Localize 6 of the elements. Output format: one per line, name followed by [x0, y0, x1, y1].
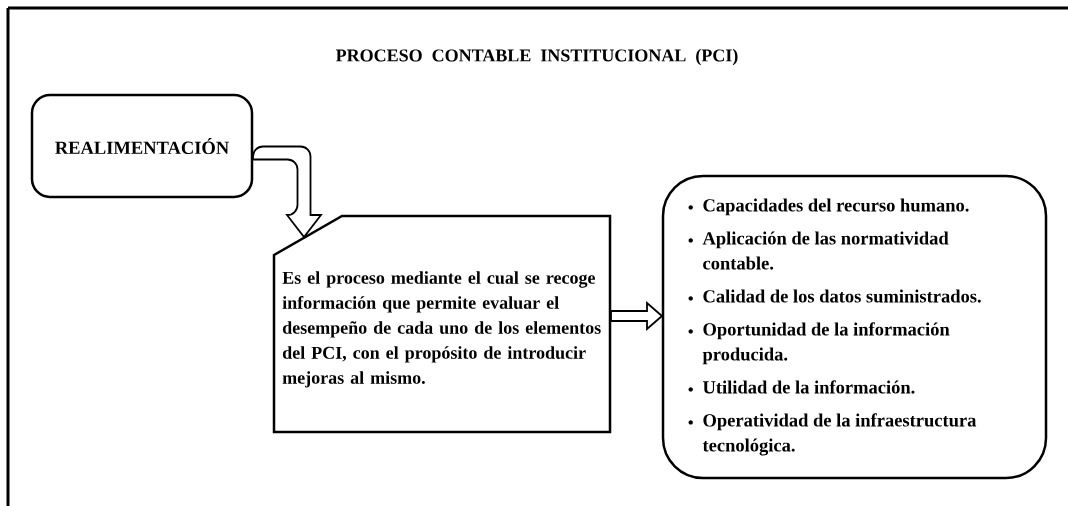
block-arrow: [252, 145, 322, 238]
rounded-box: Capacidades del recurso humano. Aplicación de las normatividad contable. Calidad de los datos suministrados. Oportunidad de la información producida. Utilidad de la información. Operatividad de la infraestructura tecnológica.: [661, 174, 1048, 480]
process-box: REALIMENTACIÓN: [30, 93, 254, 199]
snipped-box: Es el proceso mediante el cual se recoge información que permite evaluar el desempeño de cada uno de los elementos del PCI, con el propósito de introducir mejoras al mismo.: [272, 214, 612, 434]
block-arrow: [610, 301, 664, 331]
title: PROCESO CONTABLE INSTITUCIONAL (PCI): [335, 48, 738, 66]
